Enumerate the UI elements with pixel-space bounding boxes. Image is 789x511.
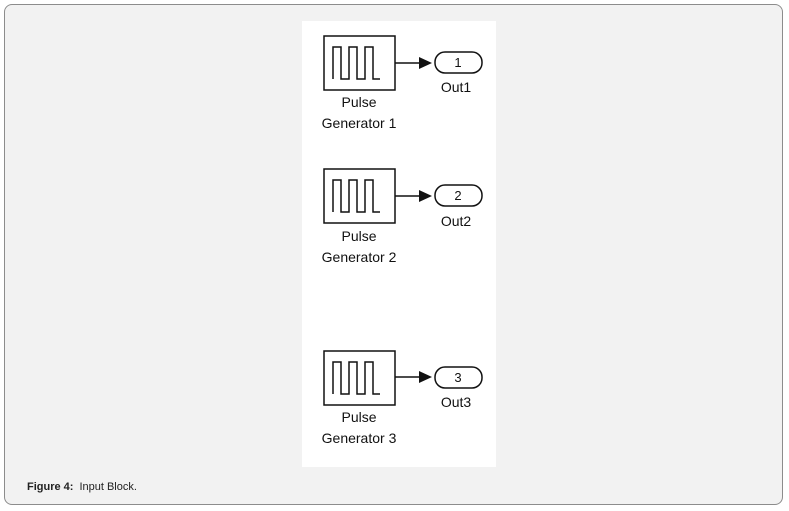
block-name-line1: Pulse [341,228,376,244]
signal-line-3 [395,371,432,383]
pulse-generator-3-box [323,350,396,406]
block-name-line2: Generator 1 [322,115,397,131]
block-name-line1: Pulse [341,94,376,110]
outport-number: 3 [454,370,461,385]
outport-1[interactable]: 1 Out1 [434,51,483,95]
block-name-line1: Pulse [341,409,376,425]
block-name-line2: Generator 3 [322,430,397,446]
arrowhead-icon [419,371,432,383]
arrowhead-icon [419,57,432,69]
figure-label: Figure 4: [27,481,74,493]
outport-1-shape [434,51,483,74]
pulse-waveform-icon [332,361,380,395]
pulse-generator-1-box [323,35,396,91]
diagram-canvas: Pulse Generator 1 1 Out1 Pulse Generator… [302,21,496,467]
outport-label: Out3 [441,394,472,410]
simulink-diagram: Pulse Generator 1 1 Out1 Pulse Generator… [322,35,483,446]
figure-caption: Figure 4: Input Block. [27,481,137,493]
pulse-generator-2-box [323,168,396,224]
outport-3[interactable]: 3 Out3 [434,366,483,410]
outport-3-shape [434,366,483,389]
pulse-generator-2[interactable]: Pulse Generator 2 [322,168,397,265]
pulse-generator-3[interactable]: Pulse Generator 3 [322,350,397,446]
outport-2[interactable]: 2 Out2 [434,184,483,229]
signal-line-2 [395,190,432,202]
arrowhead-icon [419,190,432,202]
pulse-waveform-icon [332,179,380,213]
signal-line-1 [395,57,432,69]
outport-number: 2 [454,188,461,203]
block-name-line2: Generator 2 [322,249,397,265]
outport-label: Out2 [441,213,472,229]
pulse-waveform-icon [332,46,380,80]
outport-2-shape [434,184,483,207]
figure-frame: Pulse Generator 1 1 Out1 Pulse Generator… [4,4,783,505]
outport-label: Out1 [441,79,472,95]
pulse-generator-1[interactable]: Pulse Generator 1 [322,35,397,131]
figure-caption-text: Input Block. [79,481,137,493]
outport-number: 1 [454,55,461,70]
